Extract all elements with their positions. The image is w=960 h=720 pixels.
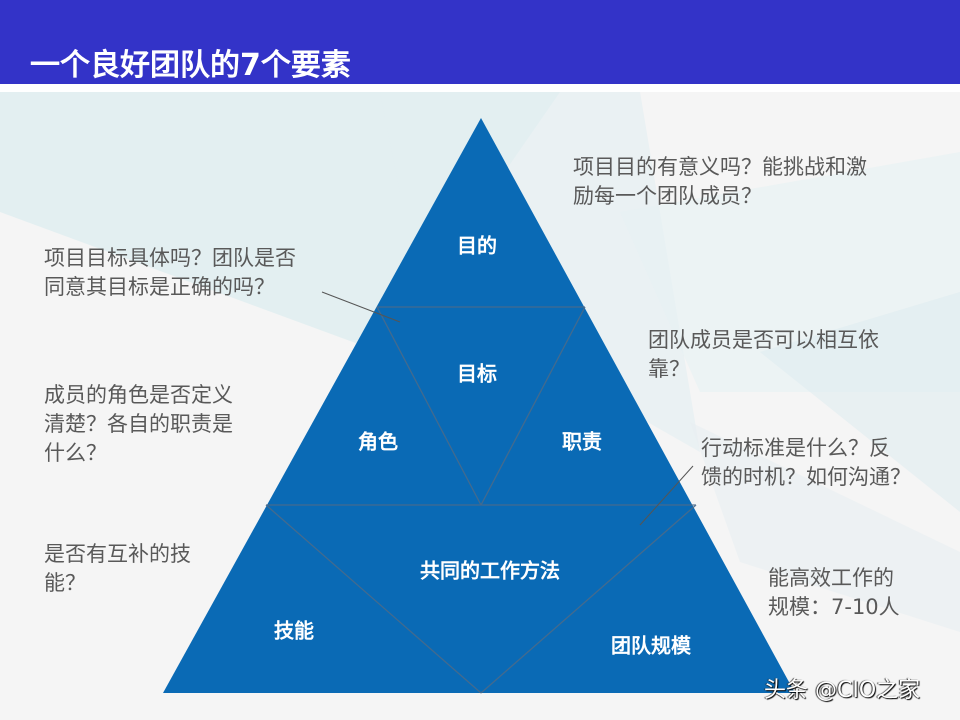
tier-size-label: 团队规模 — [611, 633, 691, 658]
note-skills: 是否有互补的技 能？ — [44, 542, 191, 595]
tier-purpose-label: 目的 — [457, 233, 497, 258]
note-purpose: 项目目的有意义吗？能挑战和激 励每一个团队成员？ — [573, 155, 867, 208]
watermark: 头条 @CIO之家 — [764, 678, 921, 703]
note-roles: 成员的角色是否定义 清楚？各自的职责是 什么？ — [44, 383, 233, 465]
tier-goals-label: 目标 — [457, 361, 497, 386]
tier-roles-label: 角色 — [358, 429, 398, 454]
note-size: 能高效工作的 规模：7-10人 — [768, 566, 900, 619]
tier-skills-label: 技能 — [274, 618, 314, 643]
page-title: 一个良好团队的7个要素 — [30, 48, 351, 83]
tier-methods-label: 共同的工作方法 — [420, 558, 560, 583]
title-bar: 一个良好团队的7个要素 — [0, 0, 960, 84]
note-goals: 项目目标具体吗？团队是否 同意其目标是正确的吗？ — [44, 246, 296, 299]
divider — [0, 84, 960, 92]
note-methods: 行动标准是什么？反 馈的时机？如何沟通？ — [701, 436, 911, 489]
tier-responsibility-label: 职责 — [562, 429, 602, 454]
note-trust: 团队成员是否可以相互依 靠？ — [648, 328, 879, 381]
